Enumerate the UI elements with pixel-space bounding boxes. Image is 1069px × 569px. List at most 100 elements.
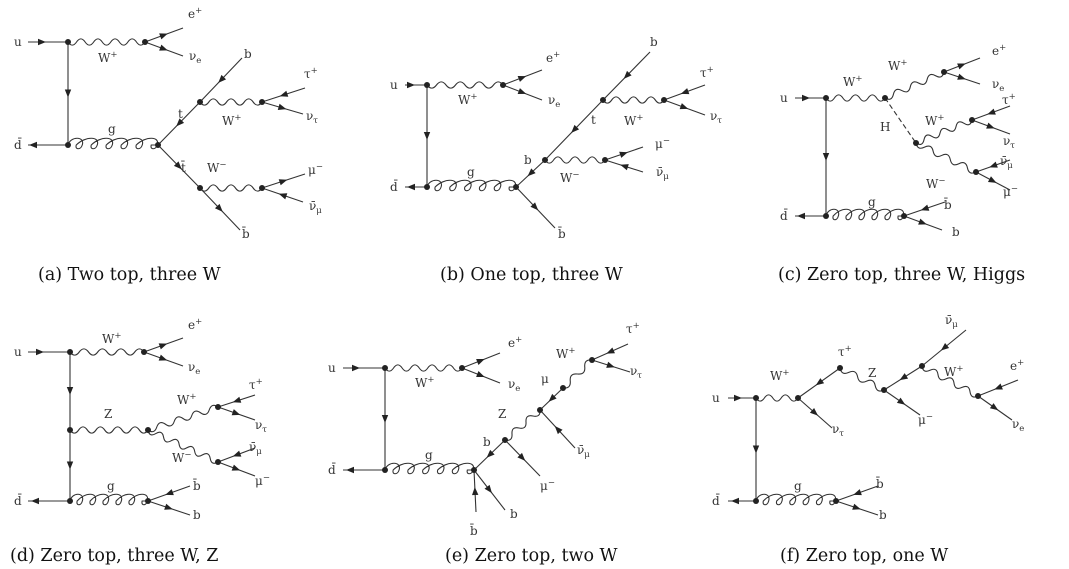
c-vertex-110: [969, 117, 975, 123]
f-vertex-220: [881, 387, 887, 393]
e-arrow-173: [554, 426, 563, 435]
b-vertex-71: [500, 82, 506, 88]
a-arrow-2: [38, 38, 46, 46]
d-arrow-136: [231, 464, 241, 471]
b-label-ep: e+: [546, 50, 560, 65]
c-label-numubar: ν̄μ: [1000, 154, 1013, 171]
c-arrow-88: [957, 73, 966, 80]
d-label-Z: Z: [104, 407, 112, 421]
f-arrow-203: [899, 373, 909, 381]
d-arrow-114: [36, 348, 44, 356]
b-label-Wp: W+: [458, 92, 477, 107]
d-label-nue: νe: [188, 360, 200, 377]
a-vertex-31: [65, 39, 71, 45]
e-label-b: b: [510, 507, 518, 521]
c-arrow-86: [957, 63, 966, 70]
c-arrow-94: [986, 122, 995, 129]
c-arrow-97: [989, 161, 998, 168]
e-arrow-169: [606, 347, 615, 354]
caption-b: (b) One top, three W: [440, 265, 623, 285]
f-vertex-221: [919, 363, 925, 369]
a-arrow-6: [64, 89, 72, 98]
a-label-nue: νe: [189, 49, 201, 66]
d-label-b: b: [193, 508, 201, 522]
d-arrow-131: [231, 409, 241, 416]
e-vertex-186: [560, 385, 566, 391]
c-label-tau: τ+: [1002, 92, 1016, 107]
caption-e: (e) Zero top, two W: [445, 546, 618, 566]
c-arrow-99: [987, 176, 997, 183]
a-vertex-38: [259, 185, 265, 191]
c-boson-line-95: [915, 142, 977, 174]
b-arrow-49: [517, 88, 527, 95]
a-arrow-25: [214, 203, 223, 212]
a-arrow-19: [279, 90, 289, 97]
c-label-bbar: b̄: [944, 196, 952, 212]
e-label-Wp2: W+: [556, 346, 575, 361]
f-label-bbar: b̄: [876, 475, 884, 491]
e-vertex-184: [502, 437, 508, 443]
a-boson-line-7: [67, 38, 146, 46]
c-arrow-102: [920, 204, 930, 211]
b-arrow-59: [680, 88, 690, 95]
e-arrow-151: [352, 364, 360, 372]
e-label-dbar: d̄: [328, 461, 336, 477]
f-label-Wp: W+: [770, 368, 789, 383]
c-vertex-106: [823, 213, 829, 219]
f-vertex-218: [795, 395, 801, 401]
e-vertex-181: [382, 467, 388, 473]
f-label-mu: μ−: [918, 412, 933, 427]
a-arrow-9: [159, 33, 168, 40]
d-gluon-line-137: [69, 493, 149, 506]
c-label-Wp: W+: [843, 74, 862, 89]
b-vertex-74: [600, 97, 606, 103]
d-arrow-139: [165, 489, 174, 496]
e-arrow-177: [484, 484, 492, 494]
e-arrow-160: [476, 371, 485, 378]
a-arrow-23: [173, 161, 182, 170]
a-label-numubar: ν̄μ: [309, 199, 322, 216]
f-label-Z: Z: [868, 366, 876, 380]
e-boson-line-167: [562, 359, 593, 389]
a-vertex-32: [65, 142, 71, 148]
d-boson-line-121: [69, 348, 145, 356]
c-label-nutau: ντ: [1003, 134, 1015, 151]
caption-d: (d) Zero top, three W, Z: [10, 546, 218, 566]
a-label-Wp2: W+: [222, 113, 241, 128]
c-label-b: b: [952, 225, 960, 239]
b-label-nue: νe: [548, 93, 560, 110]
c-arrow-92: [987, 108, 996, 115]
b-arrow-40: [407, 81, 415, 89]
d-arrow-125: [158, 354, 168, 361]
e-label-tau: τ+: [626, 321, 640, 336]
b-vertex-73: [542, 157, 548, 163]
e-label-Wp: W+: [415, 375, 434, 390]
b-label-Wm: W−: [560, 170, 579, 185]
a-gluon-line-12: [67, 137, 159, 150]
a-label-b: b: [244, 47, 252, 61]
f-arrow-189: [734, 394, 742, 402]
c-label-u: u: [780, 91, 788, 105]
a-label-mu: μ−: [308, 162, 323, 177]
a-label-t: t: [178, 107, 183, 121]
c-vertex-109: [913, 140, 919, 146]
c-vertex-107: [882, 95, 888, 101]
d-arrow-116: [31, 497, 39, 505]
b-vertex-70: [424, 184, 430, 190]
b-arrow-68: [530, 202, 539, 211]
e-label-mu1: μ: [541, 372, 549, 386]
a-vertex-37: [259, 99, 265, 105]
f-arrow-213: [853, 489, 862, 496]
a-arrow-16: [218, 74, 227, 83]
c-arrow-78: [802, 94, 810, 102]
e-label-g: g: [425, 448, 433, 462]
e-arrow-166: [548, 393, 557, 402]
a-label-bbar: b̄: [242, 225, 250, 241]
e-arrow-175: [517, 452, 526, 461]
f-vertex-222: [975, 393, 981, 399]
c-arrow-104: [918, 218, 927, 225]
b-arrow-56: [623, 70, 632, 79]
e-label-u: u: [328, 361, 336, 375]
